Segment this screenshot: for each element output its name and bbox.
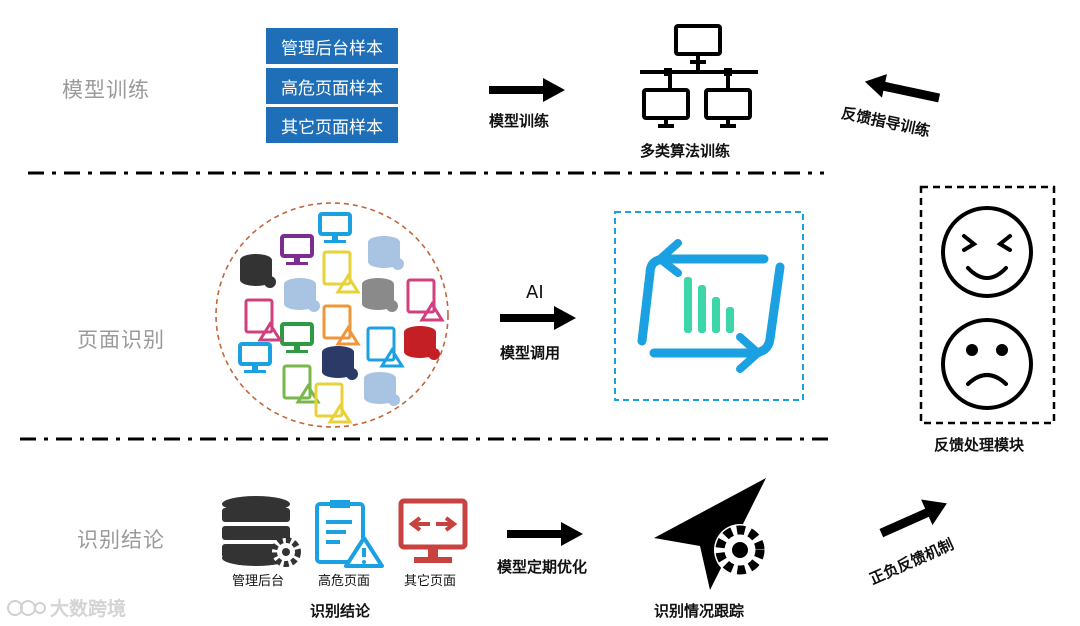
arrow-feedback-icon <box>864 74 941 103</box>
watermark-logo-icon <box>7 599 46 616</box>
conclusion-caption: 识别结论 <box>310 602 371 620</box>
separator-top <box>28 171 824 175</box>
database-gear-icon <box>222 496 301 567</box>
arrow-label-train: 模型训练 <box>489 112 550 130</box>
monitor-icon <box>318 212 352 243</box>
feedback-module-label: 反馈处理模块 <box>934 436 1025 454</box>
sample-box-other: 其它页面样本 <box>266 107 398 143</box>
network-icon <box>640 24 758 128</box>
feedback-module-box <box>919 185 1056 425</box>
positive-feedback-label: 正负反馈机制 <box>866 535 957 589</box>
smile-face-icon <box>941 206 1033 298</box>
icon-label-risk: 高危页面 <box>318 574 371 589</box>
arrow-label-ai: AI <box>526 282 544 303</box>
separator-bottom <box>20 437 834 441</box>
icon-label-admin: 管理后台 <box>232 574 285 589</box>
arrow-label-call: 模型调用 <box>500 344 561 362</box>
sample-box-risk: 高危页面样本 <box>266 68 398 104</box>
arrow-label-optimize: 模型定期优化 <box>497 558 588 576</box>
tracking-icon <box>654 478 766 590</box>
arrow-right-icon <box>500 306 576 330</box>
watermark: 大数跨境 <box>6 594 126 621</box>
ai-model-icon <box>614 211 804 401</box>
page-cluster-circle <box>215 202 449 428</box>
row-label-train: 模型训练 <box>62 78 150 102</box>
network-caption: 多类算法训练 <box>640 142 731 160</box>
sad-face-icon <box>941 318 1033 410</box>
arrow-right-icon <box>489 78 565 102</box>
arrow-right-icon <box>507 522 583 546</box>
row-label-identify: 页面识别 <box>77 328 165 352</box>
watermark-text: 大数跨境 <box>50 598 127 620</box>
monitor-exchange-icon <box>398 498 468 563</box>
row-label-conclusion: 识别结论 <box>77 528 165 552</box>
icon-label-other: 其它页面 <box>404 574 457 589</box>
document-warning-icon <box>315 500 384 568</box>
sample-box-admin: 管理后台样本 <box>266 28 398 64</box>
arrow-up-right-icon <box>879 499 947 538</box>
tracking-caption: 识别情况跟踪 <box>654 602 745 620</box>
